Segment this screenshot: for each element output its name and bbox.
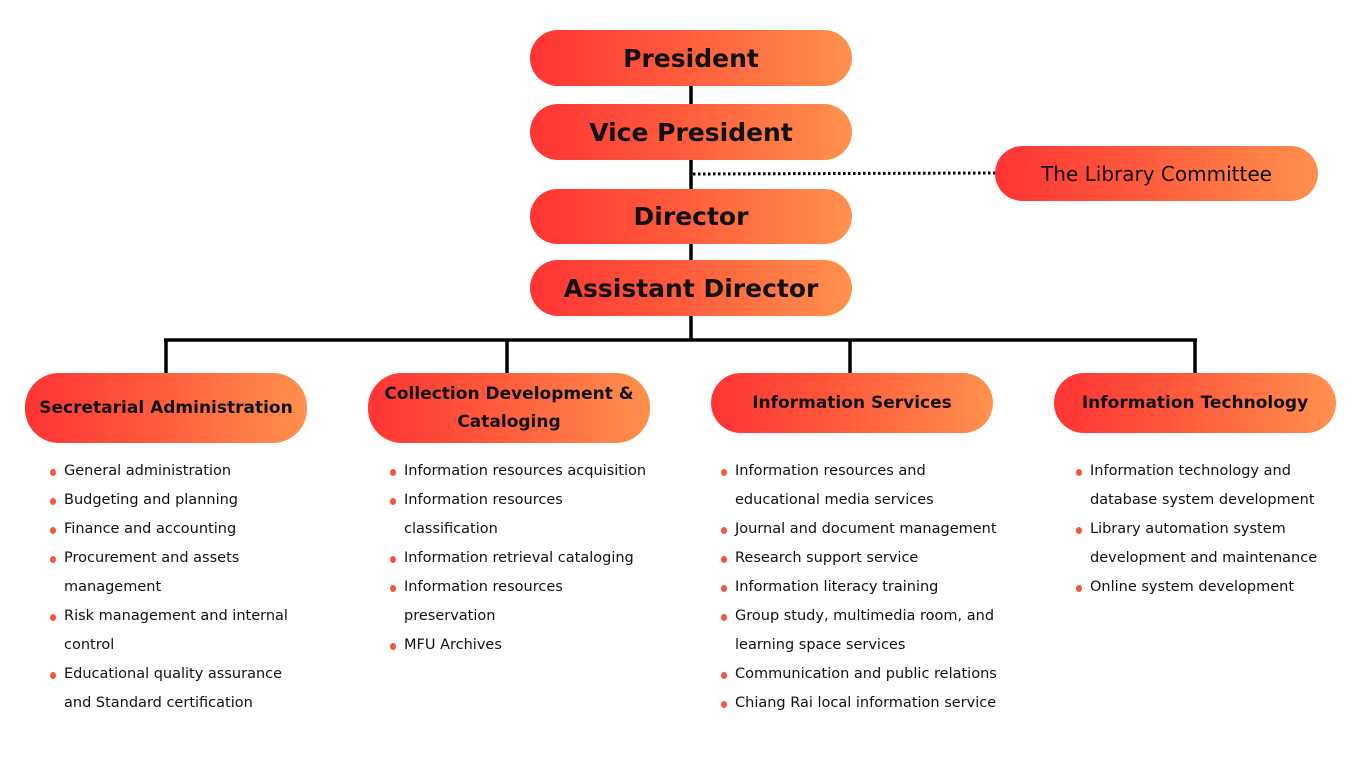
collection-duties-list: Information resources acquisition Inform… <box>390 457 662 660</box>
list-item: Communication and public relations <box>721 660 1013 689</box>
list-item: Library automation system development an… <box>1076 515 1338 573</box>
department-information-services: Information Services <box>711 373 993 433</box>
list-item: General administration <box>50 457 305 486</box>
list-item: Information technology and database syst… <box>1076 457 1338 515</box>
list-item: Research support service <box>721 544 1013 573</box>
list-item: Risk management and internal control <box>50 602 305 660</box>
assistant-director-label: Assistant Director <box>563 273 819 303</box>
list-item: Information resources classification <box>390 486 594 544</box>
list-item: Budgeting and planning <box>50 486 305 515</box>
list-item: Information resources preservation <box>390 573 594 631</box>
department-title: Information Technology <box>1081 393 1309 413</box>
list-item: MFU Archives <box>390 631 662 660</box>
list-item: Chiang Rai local information service <box>721 689 1013 718</box>
department-title: Collection Development & Cataloging <box>384 384 634 432</box>
vice-president-box: Vice President <box>530 104 852 160</box>
list-item: Procurement and assets management <box>50 544 305 602</box>
department-title: Information Services <box>752 393 952 413</box>
list-item: Information resources acquisition <box>390 457 662 486</box>
president-label: President <box>623 43 759 73</box>
services-duties-list: Information resources and educational me… <box>721 457 1013 718</box>
department-information-technology: Information Technology <box>1054 373 1336 433</box>
assistant-director-box: Assistant Director <box>530 260 852 316</box>
vice-president-label: Vice President <box>589 117 793 147</box>
connector-committee-dotted <box>692 171 996 176</box>
library-committee-box: The Library Committee <box>995 146 1318 201</box>
department-collection-development: Collection Development & Cataloging <box>368 373 650 443</box>
technology-duties-list: Information technology and database syst… <box>1076 457 1338 602</box>
department-title: Secretarial Administration <box>39 398 293 418</box>
secretarial-duties-list: General administration Budgeting and pla… <box>50 457 305 718</box>
director-box: Director <box>530 189 852 244</box>
list-item: Educational quality assurance and Standa… <box>50 660 305 718</box>
list-item: Information retrieval cataloging <box>390 544 662 573</box>
list-item: Group study, multimedia room, and learni… <box>721 602 1017 660</box>
library-committee-label: The Library Committee <box>1041 161 1272 186</box>
list-item: Journal and document management <box>721 515 1013 544</box>
list-item: Information literacy training <box>721 573 1013 602</box>
department-secretarial-administration: Secretarial Administration <box>25 373 307 443</box>
list-item: Finance and accounting <box>50 515 305 544</box>
president-box: President <box>530 30 852 86</box>
list-item: Information resources and educational me… <box>721 457 960 515</box>
list-item: Online system development <box>1076 573 1338 602</box>
director-label: Director <box>633 202 749 231</box>
